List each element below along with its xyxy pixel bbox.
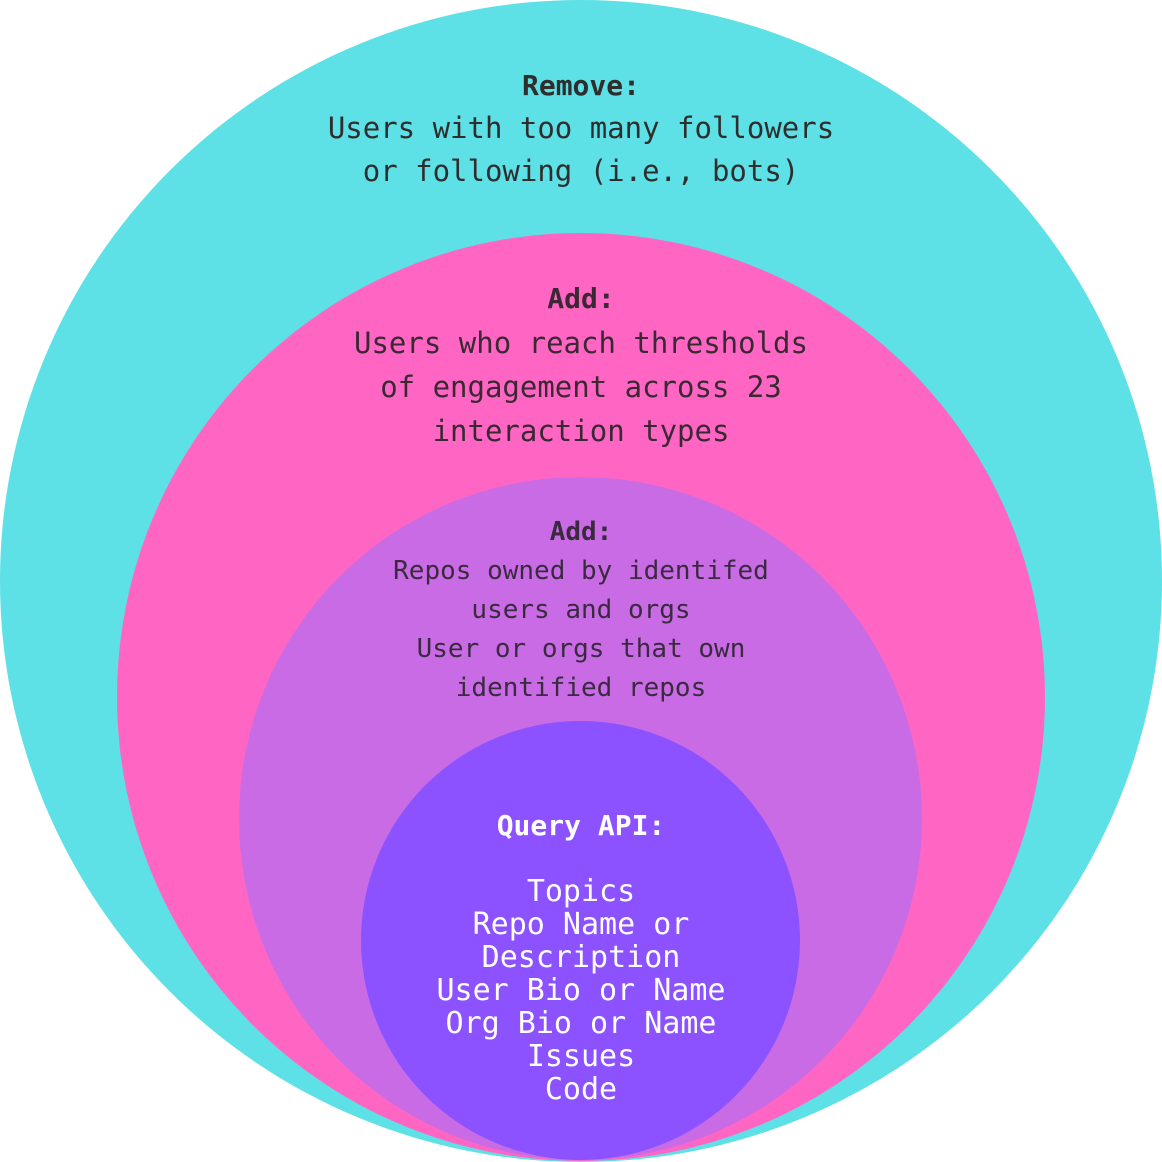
remove-heading: Remove: [521, 69, 640, 102]
query-api-line: Code [544, 1072, 618, 1107]
query-api-line: Topics [526, 874, 636, 909]
query-api-label: Query API: Topics Repo Name or Descripti… [0, 806, 1162, 1106]
add-users-line: Users who reach thresholds [354, 326, 808, 360]
query-api-line: Repo Name or [472, 907, 690, 942]
query-api-line: Issues [526, 1039, 636, 1074]
add-repos-heading: Add: [549, 517, 613, 547]
add-repos-label: Add: Repos owned by identifed users and … [0, 513, 1162, 708]
query-api-heading: Query API: [496, 809, 666, 842]
add-users-line: interaction types [432, 414, 730, 448]
add-users-heading: Add: [547, 282, 615, 315]
remove-line: or following (i.e., bots) [362, 154, 800, 188]
query-api-line: User Bio or Name [436, 973, 726, 1008]
query-api-line: Description [481, 940, 681, 975]
add-users-line: of engagement across 23 [380, 370, 782, 404]
add-repos-line: User or orgs that own [416, 634, 746, 664]
add-repos-line: Repos owned by identifed [393, 556, 769, 586]
remove-label: Remove: Users with too many followers or… [0, 64, 1162, 193]
add-repos-line: identified repos [455, 673, 707, 703]
remove-line: Users with too many followers [327, 111, 835, 145]
query-api-line: Org Bio or Name [445, 1006, 717, 1041]
inner-circle-query-api [361, 721, 800, 1160]
add-users-label: Add: Users who reach thresholds of engag… [0, 277, 1162, 453]
add-repos-line: users and orgs [471, 595, 691, 625]
